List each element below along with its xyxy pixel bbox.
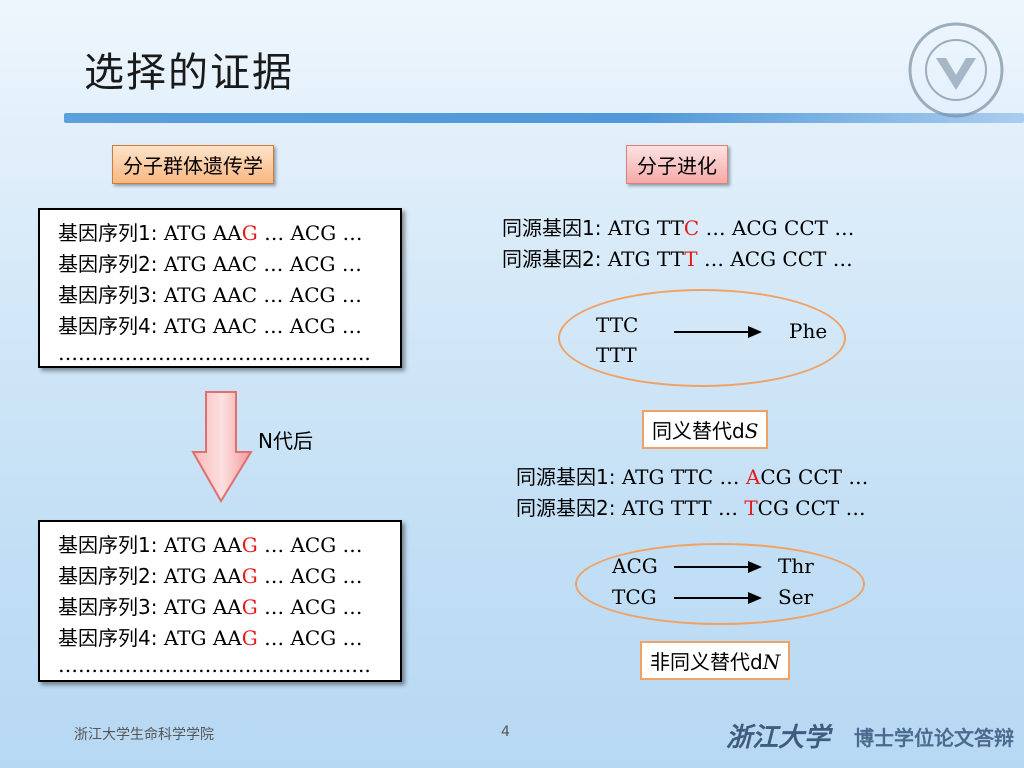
sequence-row: 基因序列3: ATG AAG … ACG … xyxy=(58,595,363,619)
amino-acid-thr: Thr xyxy=(778,554,814,578)
codon-tcg: TCG xyxy=(612,585,657,609)
codon-ttt: TTT xyxy=(596,343,637,367)
homolog-sequences-nonsynonymous: 同源基因1: ATG TTC … ACG CCT … 同源基因2: ATG TT… xyxy=(516,462,868,524)
codon-ttc: TTC xyxy=(596,313,639,337)
page-title: 选择的证据 xyxy=(84,50,294,96)
codon-acg: ACG xyxy=(612,554,658,578)
label-nonsynonymous-dn: 非同义替代dN xyxy=(640,641,791,680)
homolog-row: 同源基因2: ATG TTT … TCG CCT … xyxy=(516,496,866,520)
sequence-box-after: 基因序列1: ATG AAG … ACG … 基因序列2: ATG AAG … … xyxy=(38,520,402,682)
down-arrow xyxy=(191,391,253,503)
homolog-row: 同源基因1: ATG TTC … ACG CCT … xyxy=(516,465,869,489)
sequence-row: 基因序列3: ATG AAC … ACG … xyxy=(58,283,362,307)
codon-oval-nonsynonymous xyxy=(575,543,865,625)
tag-population-genetics: 分子群体遗传学 xyxy=(112,145,274,184)
sequence-row: 基因序列2: ATG AAG … ACG … xyxy=(58,564,363,588)
generation-label: N代后 xyxy=(258,429,313,453)
sequence-row: 基因序列1: ATG AAG … ACG … xyxy=(58,221,363,245)
sequence-row: 基因序列4: ATG AAC … ACG … xyxy=(58,314,362,338)
sequence-row: 基因序列1: ATG AAG … ACG … xyxy=(58,533,363,557)
sequence-box-before: 基因序列1: ATG AAG … ACG … 基因序列2: ATG AAC … … xyxy=(38,208,402,368)
homolog-sequences-synonymous: 同源基因1: ATG TTC … ACG CCT … 同源基因2: ATG TT… xyxy=(502,213,854,275)
footer-institution: 浙江大学生命科学学院 xyxy=(74,727,214,743)
title-underline-bar xyxy=(64,113,1024,123)
university-logo xyxy=(908,22,1004,118)
page-number: 4 xyxy=(501,724,510,740)
footer-university-script: 浙江大学 xyxy=(726,723,831,753)
homolog-row: 同源基因1: ATG TTC … ACG CCT … xyxy=(502,216,855,240)
ellipsis-row: ……………………………………….. xyxy=(58,653,371,677)
homolog-row: 同源基因2: ATG TTT … ACG CCT … xyxy=(502,247,853,271)
right-arrow xyxy=(674,561,762,573)
codon-oval-synonymous xyxy=(558,289,846,387)
sequence-row: 基因序列4: ATG AAG … ACG … xyxy=(58,626,363,650)
right-arrow xyxy=(674,326,762,338)
footer-defense-title: 博士学位论文答辩 xyxy=(854,726,1014,750)
ellipsis-row: ……………………………………….. xyxy=(58,341,371,365)
right-arrow xyxy=(674,592,762,604)
label-synonymous-ds: 同义替代dS xyxy=(642,410,769,449)
amino-acid-ser: Ser xyxy=(778,585,814,609)
amino-acid-phe: Phe xyxy=(789,319,828,343)
tag-molecular-evolution: 分子进化 xyxy=(626,145,728,184)
sequence-row: 基因序列2: ATG AAC … ACG … xyxy=(58,252,362,276)
